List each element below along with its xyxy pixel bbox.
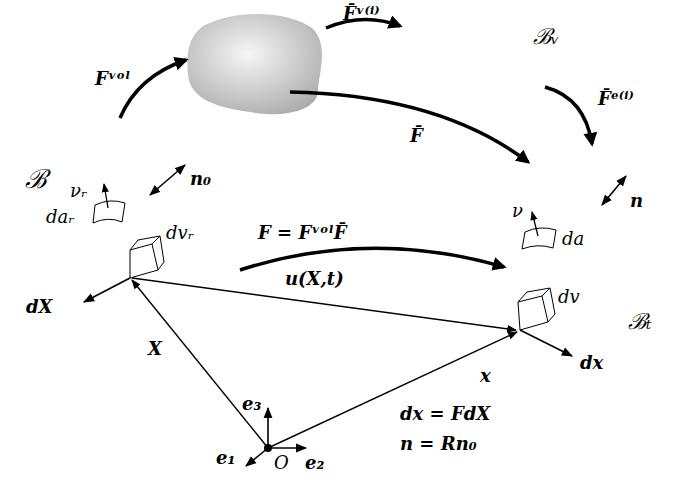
symbol-label: dx bbox=[580, 352, 603, 374]
mapping-arrow bbox=[240, 248, 504, 270]
symbol-label: e₂ bbox=[305, 452, 324, 474]
symbol-label: X bbox=[148, 338, 162, 360]
symbol-label: da bbox=[562, 228, 584, 250]
symbol-label: ν bbox=[512, 200, 523, 222]
body-outline bbox=[405, 5, 545, 105]
symbol-label: u(X,t) bbox=[285, 268, 344, 290]
symbol-label: e₃ bbox=[242, 393, 261, 415]
body-name: ℬ bbox=[25, 163, 47, 195]
mapping-label: F = FᵛᵒˡF̄ bbox=[258, 222, 346, 244]
mapping-arrow bbox=[545, 87, 592, 144]
symbol-label: F̄ᵛ⁽ⁱ⁾ bbox=[343, 3, 380, 25]
symbol-label: x bbox=[480, 365, 491, 387]
symbol-label: dv bbox=[558, 286, 580, 308]
body-outline bbox=[10, 125, 330, 425]
symbol-label: νᵣ bbox=[70, 180, 87, 202]
symbol-label: dvᵣ bbox=[166, 222, 194, 244]
symbol-label: n₀ bbox=[190, 168, 211, 190]
body-name: ℬₜ bbox=[628, 308, 651, 336]
body-configuration: ℬᵥ bbox=[405, 5, 545, 105]
body-configuration: ℬ bbox=[10, 125, 330, 425]
symbol-label: daᵣ bbox=[46, 206, 75, 228]
symbol-label: dX bbox=[26, 296, 53, 318]
symbol-label: n bbox=[630, 190, 643, 212]
symbol-label: O bbox=[274, 452, 289, 474]
body-name: ℬᵥ bbox=[533, 23, 559, 51]
mapping-label: F̄ᵉ⁽ⁱ⁾ bbox=[598, 88, 634, 110]
symbol-label: n = Rn₀ bbox=[400, 433, 477, 455]
symbol-label: F̄ bbox=[410, 125, 423, 147]
symbol-label: Fᵛᵒˡ bbox=[95, 68, 130, 90]
symbol-label: dx = FdX bbox=[400, 403, 490, 425]
symbol-label: e₁ bbox=[216, 447, 235, 469]
